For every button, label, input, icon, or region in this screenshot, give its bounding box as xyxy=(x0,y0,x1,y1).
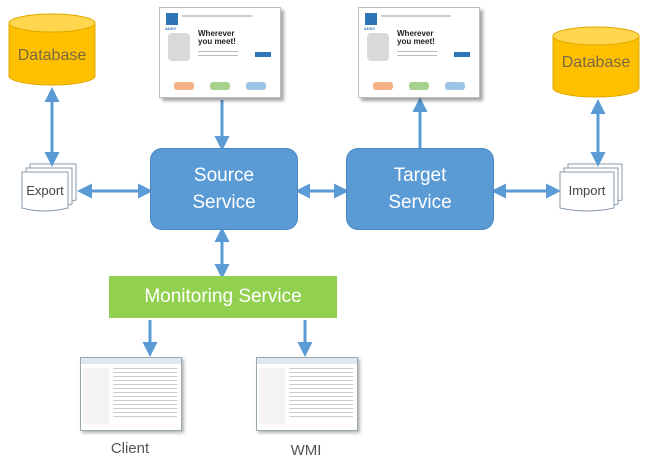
database-left-label: Database xyxy=(17,47,87,64)
monitoring-service-label: Monitoring Service xyxy=(144,286,302,307)
target-service-label: Target Service xyxy=(388,165,452,213)
source-service-label: Source Service xyxy=(192,165,256,213)
database-icon xyxy=(8,13,96,86)
target-service-box: Target Service xyxy=(346,148,494,230)
file-explorer-screenshot-icon xyxy=(80,357,182,431)
thumbnail-logo-text: ADDY xyxy=(165,26,177,31)
thumbnail-headline: Wherever you meet! xyxy=(397,29,435,46)
database-right-label: Database xyxy=(561,54,631,71)
webpage-screenshot-icon: ADDY Wherever you meet! xyxy=(358,7,480,98)
database-icon xyxy=(552,26,640,98)
thumbnail-headline: Wherever you meet! xyxy=(198,29,236,46)
import-label: Import xyxy=(568,183,606,198)
export-label: Export xyxy=(26,183,64,198)
file-explorer-screenshot-icon xyxy=(256,357,358,431)
source-service-box: Source Service xyxy=(150,148,298,230)
client-caption: Client xyxy=(110,440,150,457)
webpage-screenshot-icon: ADDY Wherever you meet! xyxy=(159,7,281,98)
wmi-caption: WMI xyxy=(290,442,322,459)
connectors xyxy=(44,87,606,357)
document-stack-icon xyxy=(559,163,623,212)
thumbnail-logo-text: ADDY xyxy=(364,26,376,31)
monitoring-service-box: Monitoring Service xyxy=(109,276,337,318)
document-stack-icon xyxy=(21,163,77,212)
